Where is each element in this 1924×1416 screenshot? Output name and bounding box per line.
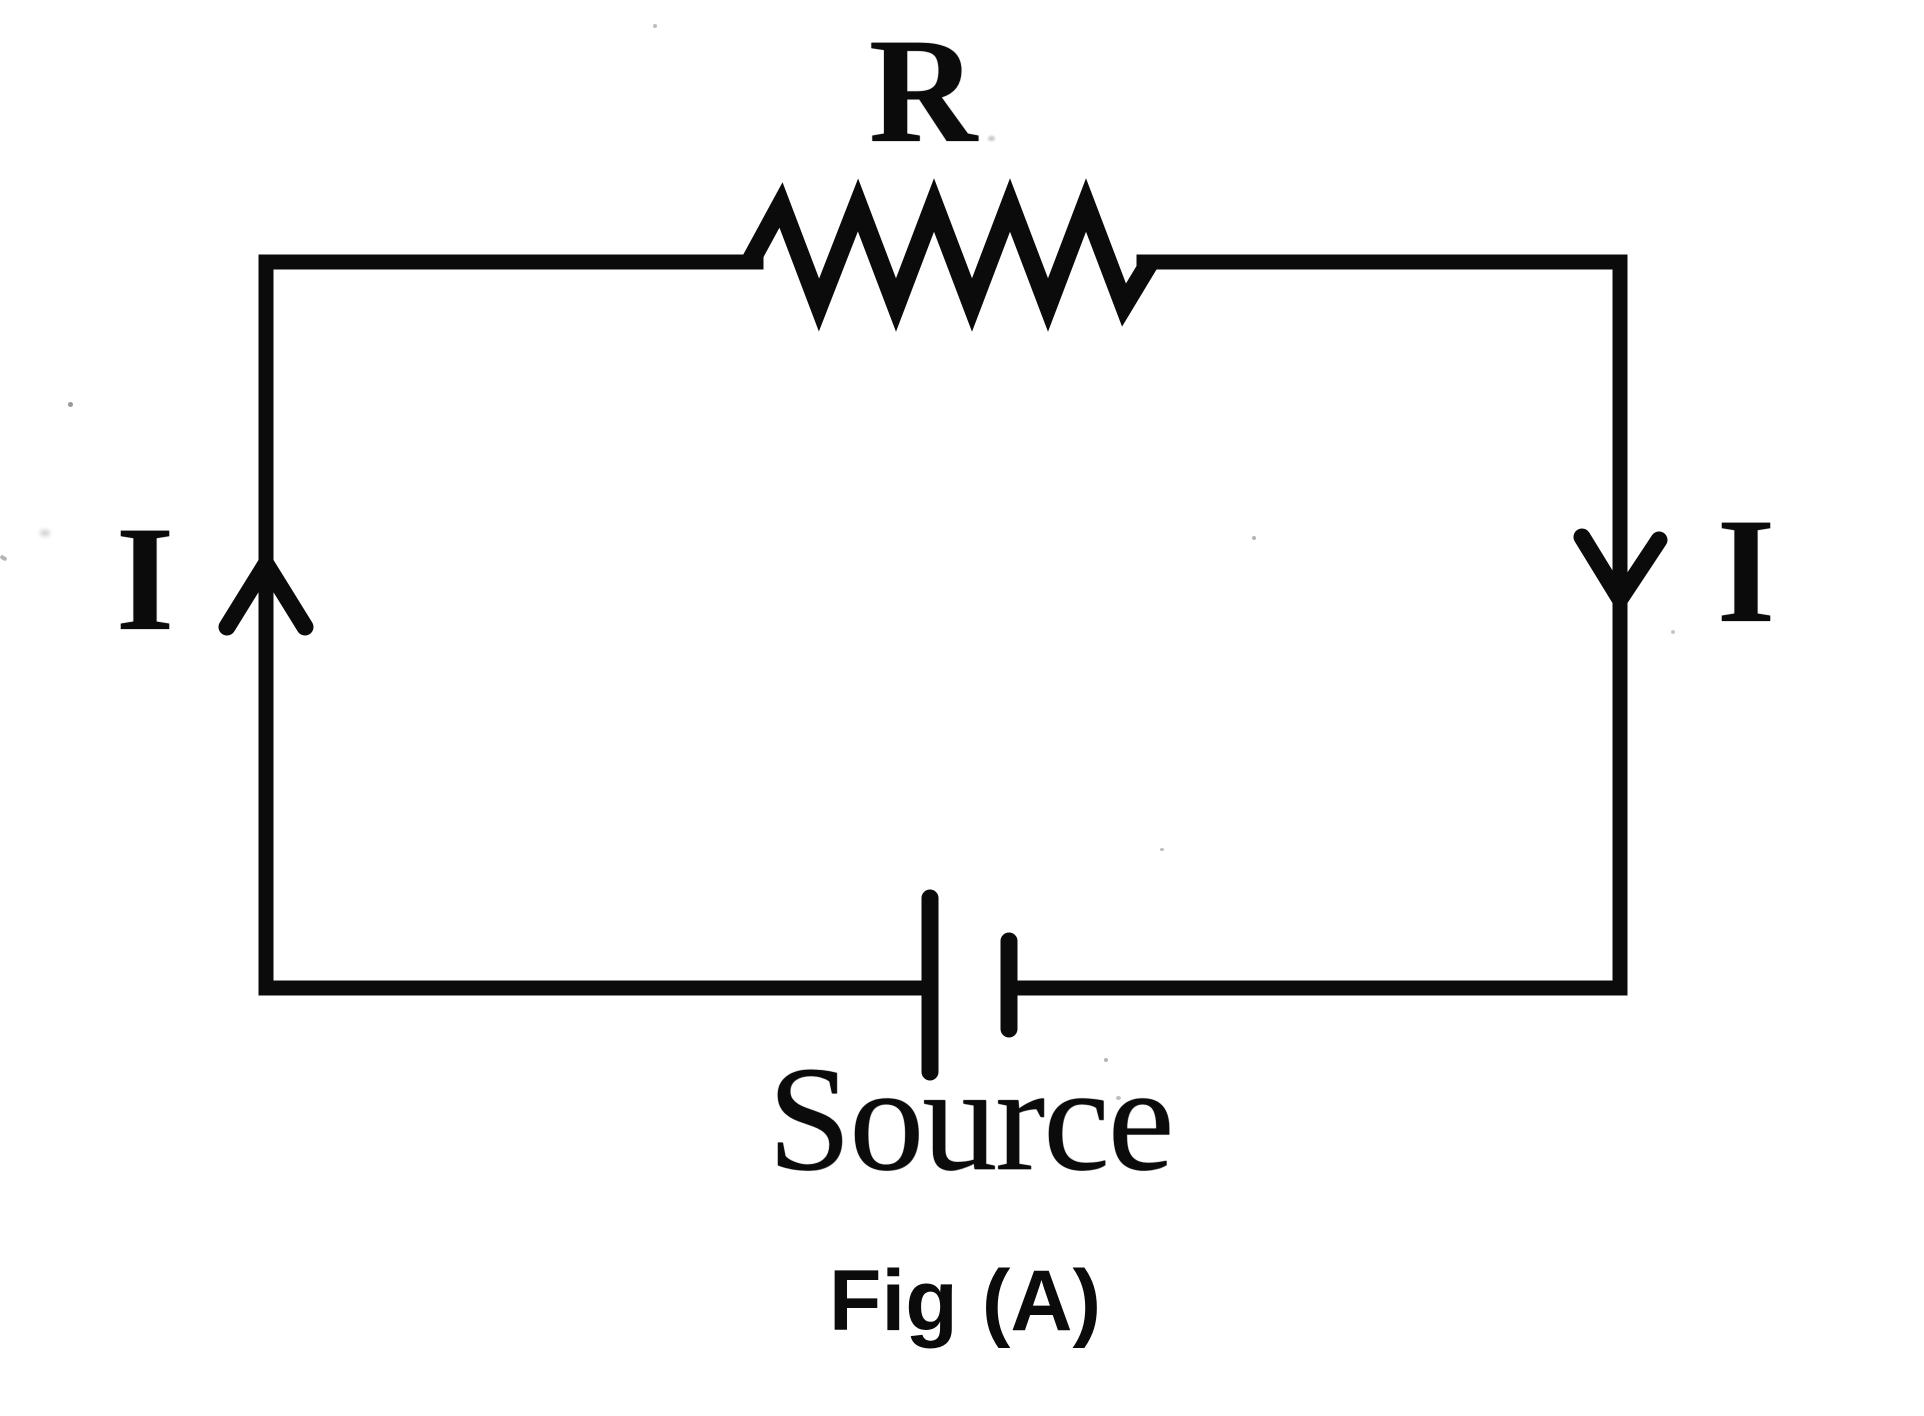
arrow-down-icon xyxy=(1573,528,1668,608)
arrow-up-icon xyxy=(218,555,314,636)
resistor-label: R xyxy=(868,8,978,174)
figure-caption: Fig (A) xyxy=(828,1253,1102,1349)
current-label-right: I xyxy=(1716,488,1776,654)
resistor-zigzag-icon xyxy=(741,178,1159,332)
source-label: Source xyxy=(767,1036,1175,1202)
current-label-left: I xyxy=(115,496,175,662)
